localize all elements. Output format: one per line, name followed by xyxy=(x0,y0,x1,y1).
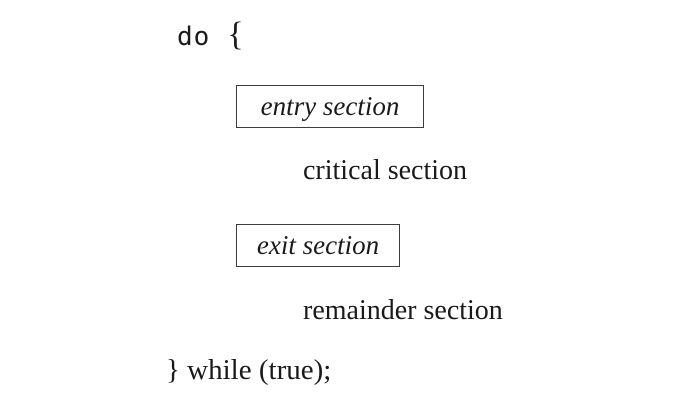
entry-section-label: entry section xyxy=(260,91,400,121)
do-open-line: do { xyxy=(177,16,244,54)
exit-section-label: exit section xyxy=(256,230,380,260)
while-close-line: } while (true); xyxy=(166,354,332,386)
exit-section-box: exit section xyxy=(236,224,400,267)
do-keyword: do xyxy=(177,22,211,52)
open-brace: { xyxy=(227,16,244,53)
remainder-section-label: remainder section xyxy=(303,295,503,326)
entry-section-box: entry section xyxy=(236,85,424,128)
critical-section-label: critical section xyxy=(303,155,468,186)
